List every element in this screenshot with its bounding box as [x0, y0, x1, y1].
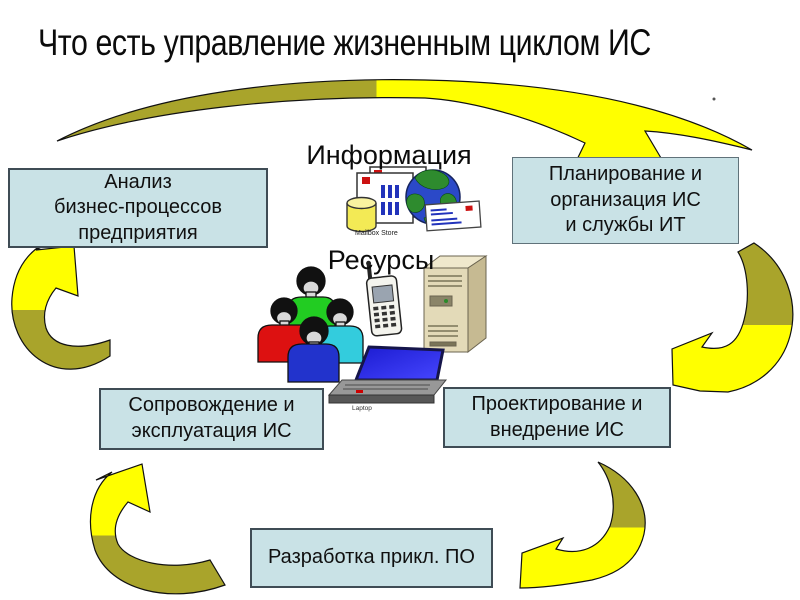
cycle-arrow-bottom-left: [89, 463, 226, 595]
box-label: Планирование и организация ИС и службы И…: [548, 163, 703, 237]
mobile-phone-icon: [365, 260, 403, 337]
box-business-process-analysis: Анализ бизнес-процессов предприятия: [8, 168, 268, 248]
box-label: Сопровождение и эксплуатация ИС: [128, 394, 295, 442]
box-label: Разработка прикл. ПО: [268, 546, 475, 569]
cycle-arrow-right: [671, 242, 794, 393]
cycle-arrow-bottom-right: [519, 461, 646, 589]
envelope-icon: [424, 200, 482, 232]
box-application-development: Разработка прикл. ПО: [250, 528, 493, 588]
box-planning-organization: Планирование и организация ИС и службы И…: [512, 157, 739, 244]
database-cylinder-icon: [346, 196, 377, 233]
information-clipart: Mailbox Store: [346, 166, 482, 237]
people-group-icon: [257, 266, 364, 383]
box-maintenance-operation: Сопровождение и эксплуатация ИС: [99, 388, 324, 450]
cycle-arrow-left: [11, 237, 111, 370]
laptop-icon: Laptop: [327, 345, 448, 412]
slide-title: Что есть управление жизненным циклом ИС: [38, 22, 651, 63]
cycle-arrow-top: [56, 79, 753, 173]
resources-label: Ресурсы: [327, 245, 435, 275]
box-design-implementation: Проектирование и внедрение ИС: [443, 387, 671, 448]
box-label: Проектирование и внедрение ИС: [471, 392, 643, 441]
mailbox-store-caption: Mailbox Store: [355, 230, 398, 237]
server-tower-icon: [422, 255, 488, 354]
box-label: Анализ бизнес-процессов предприятия: [53, 170, 223, 244]
artifact-dot: [712, 97, 716, 101]
information-label: Информация: [306, 140, 472, 170]
laptop-caption: Laptop: [352, 405, 372, 412]
